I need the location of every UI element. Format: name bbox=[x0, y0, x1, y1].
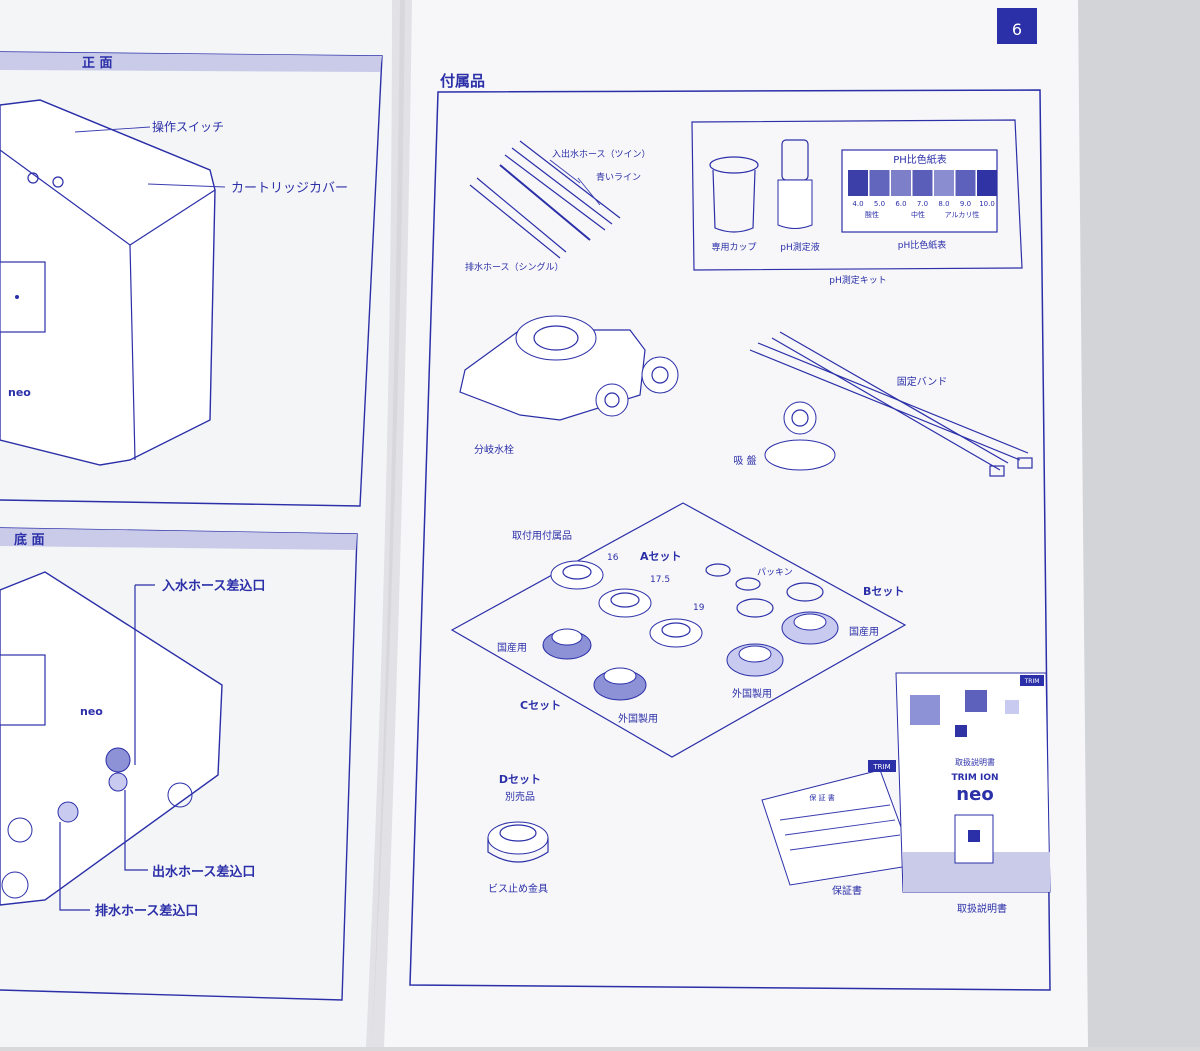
page-number-box bbox=[997, 8, 1037, 44]
manual-caption: 取扱説明書 bbox=[957, 902, 1007, 915]
ring-c-domestic bbox=[542, 628, 592, 660]
sucker-label: 吸 盤 bbox=[733, 454, 756, 467]
faucet-illustration: 分岐水栓 bbox=[459, 315, 679, 456]
sucker-illustration: 吸 盤 bbox=[733, 401, 836, 471]
ph-kit-caption: pH測定キット bbox=[829, 274, 886, 286]
set-d-note: 別売品 bbox=[505, 790, 535, 803]
ph-swatch bbox=[891, 170, 911, 196]
bottom-panel-title: 底 面 bbox=[14, 532, 45, 548]
packing-rings bbox=[705, 563, 824, 618]
ph-scale-value: 4.0 bbox=[852, 200, 863, 208]
ph-swatch bbox=[955, 170, 976, 196]
ph-scale-value: 10.0 bbox=[979, 200, 995, 208]
ph-swatch bbox=[912, 170, 933, 196]
outlet-label: 出水ホース差込口 bbox=[152, 864, 255, 880]
warranty-card-title: 保 証 書 bbox=[809, 793, 834, 802]
ph-alkaline-label: アルカリ性 bbox=[945, 210, 980, 219]
ph-scale-value: 8.0 bbox=[938, 200, 949, 208]
set-d-caption: ビス止め金具 bbox=[488, 882, 548, 895]
band-label: 固定バンド bbox=[897, 375, 948, 388]
manual-cover-brand: TRIM ION bbox=[951, 773, 998, 783]
ph-scale: 4.0 5.0 6.0 7.0 8.0 9.0 10.0 bbox=[852, 200, 994, 208]
size-175-label: 17.5 bbox=[650, 575, 670, 585]
ring-a19 bbox=[649, 618, 703, 648]
switch-label: 操作スイッチ bbox=[152, 119, 224, 134]
blue-line-label: 青いライン bbox=[596, 171, 641, 183]
single-hose-label: 排水ホース（シングル） bbox=[465, 261, 564, 273]
mount-parts: 取付用付属品 Aセット Bセット Cセット 16 17.5 19 パッキン 国産… bbox=[450, 502, 907, 758]
liquid-label: pH測定液 bbox=[780, 241, 819, 253]
brand-mark-bottom: neo bbox=[80, 705, 103, 718]
ring-c-foreign bbox=[593, 667, 647, 701]
inlet-label: 入水ホース差込口 bbox=[162, 578, 265, 594]
domestic-c-label: 国産用 bbox=[497, 641, 527, 654]
band-illustration: 固定バンド bbox=[749, 331, 1033, 477]
ph-swatch bbox=[977, 170, 997, 196]
drain-label: 排水ホース差込口 bbox=[95, 903, 198, 919]
ph-scale-value: 6.0 bbox=[895, 200, 906, 208]
ph-swatch bbox=[848, 170, 868, 196]
warranty-card: TRIM 保 証 書 保証書 bbox=[761, 760, 916, 897]
ph-swatch bbox=[869, 170, 890, 196]
accessories-frame bbox=[409, 89, 1051, 991]
ph-acid-label: 酸性 bbox=[865, 210, 879, 219]
manual-cover-title: 取扱説明書 bbox=[955, 757, 995, 767]
manual-cover-model: neo bbox=[956, 784, 993, 805]
ring-a16 bbox=[550, 560, 604, 590]
ring-a175 bbox=[598, 588, 652, 618]
front-panel-title: 正 面 bbox=[82, 56, 113, 71]
ring-b-domestic bbox=[781, 611, 839, 645]
ph-scale-value: 7.0 bbox=[917, 200, 928, 208]
foreign-b-label: 外国製用 bbox=[732, 687, 772, 700]
set-c-label: Cセット bbox=[520, 699, 561, 712]
hoses-illustration: 入出水ホース（ツイン） 青いライン 排水ホース（シングル） bbox=[465, 140, 651, 273]
front-panel: 正 面 操作スイッチ カートリッジカバー neo bbox=[0, 51, 383, 507]
cup-label: 専用カップ bbox=[711, 241, 756, 253]
section-title: 付属品 bbox=[440, 72, 485, 90]
ph-scale-value: 5.0 bbox=[874, 200, 885, 208]
set-b-label: Bセット bbox=[863, 585, 904, 598]
ph-scale-value: 9.0 bbox=[960, 200, 971, 208]
set-a-label: Aセット bbox=[640, 550, 682, 563]
faucet-label: 分岐水栓 bbox=[474, 443, 514, 456]
ring-b-foreign bbox=[726, 643, 784, 677]
warranty-caption: 保証書 bbox=[832, 884, 862, 897]
ph-kit: 専用カップ pH測定液 PH比色紙表 4.0 5.0 6.0 7.0 8.0 9.0 10.… bbox=[691, 119, 1023, 286]
ph-neutral-label: 中性 bbox=[911, 210, 925, 219]
foreign-c-label: 外国製用 bbox=[618, 712, 658, 725]
ph-swatches bbox=[848, 170, 997, 196]
manual-logo: TRIM bbox=[1024, 678, 1040, 685]
ph-swatch bbox=[934, 170, 954, 196]
size-19-label: 19 bbox=[693, 603, 705, 613]
domestic-b-label: 国産用 bbox=[849, 625, 879, 638]
brand-mark-front: neo bbox=[8, 386, 31, 399]
page-number: 6 bbox=[1012, 20, 1022, 39]
cartridge-cover-label: カートリッジカバー bbox=[231, 181, 348, 196]
set-d-title: Dセット bbox=[499, 773, 541, 786]
warranty-logo: TRIM bbox=[872, 763, 890, 771]
mount-parts-title: 取付用付属品 bbox=[512, 529, 572, 542]
manual-booklet: TRIM 取扱説明書 TRIM ION neo 取扱説明書 bbox=[895, 672, 1051, 915]
twin-hose-label: 入出水ホース（ツイン） bbox=[552, 148, 651, 160]
ph-chart-caption: pH比色紙表 bbox=[898, 239, 946, 251]
size-16-label: 16 bbox=[607, 553, 619, 563]
bottom-panel: 底 面 neo 入水ホース差込口 出水ホース差込口 排水ホース差込口 bbox=[0, 527, 358, 1001]
ph-chart-title: PH比色紙表 bbox=[893, 153, 947, 166]
packing-label: パッキン bbox=[757, 567, 793, 578]
set-d: Dセット 別売品 ビス止め金具 bbox=[487, 773, 549, 895]
